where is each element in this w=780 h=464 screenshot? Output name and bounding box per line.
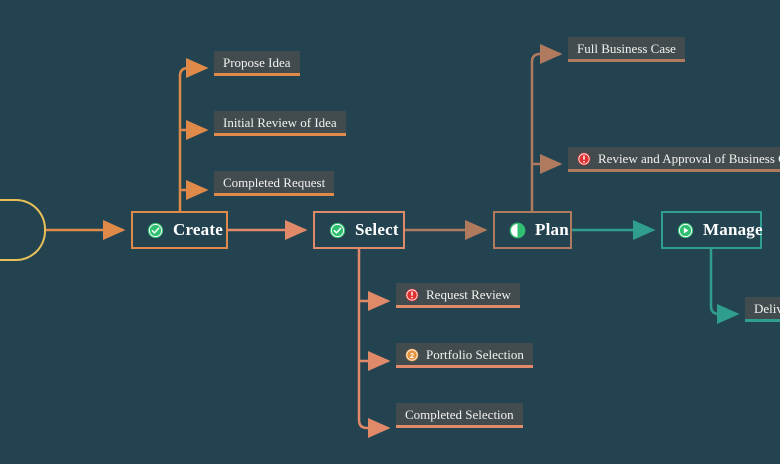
leaf-label-propose-idea: Propose Idea xyxy=(223,55,291,70)
leaf-node-deliver[interactable]: Deliv xyxy=(745,297,780,322)
leaf-label-completed-request: Completed Request xyxy=(223,175,326,190)
stage-node-create[interactable]: Create xyxy=(131,211,228,249)
leaf-node-review-and-approval-of-business-case[interactable]: Review and Approval of Business Case xyxy=(568,147,780,172)
leaf-node-full-business-case[interactable]: Full Business Case xyxy=(568,37,685,62)
stage-label-manage: Manage xyxy=(703,220,763,239)
leaf-node-initial-review-of-idea[interactable]: Initial Review of Idea xyxy=(214,111,346,136)
svg-text:2: 2 xyxy=(410,350,414,359)
alert-circle-icon xyxy=(405,288,419,302)
stage-node-select[interactable]: Select xyxy=(313,211,405,249)
edge-select-trunk xyxy=(357,249,391,438)
leaf-node-completed-selection[interactable]: Completed Selection xyxy=(396,403,523,428)
stage-label-plan: Plan xyxy=(535,220,569,239)
leaf-node-request-review[interactable]: Request Review xyxy=(396,283,520,308)
leaf-node-propose-idea[interactable]: Propose Idea xyxy=(214,51,300,76)
leaf-label-portfolio-selection: Portfolio Selection xyxy=(426,347,524,362)
leaf-label-request-review: Request Review xyxy=(426,287,511,302)
leaf-label-initial-review-of-idea: Initial Review of Idea xyxy=(223,115,337,130)
leaf-label-completed-selection: Completed Selection xyxy=(405,407,514,422)
stage-label-create: Create xyxy=(173,220,223,239)
leaf-label-full-business-case: Full Business Case xyxy=(577,41,676,56)
alert-circle-icon xyxy=(577,152,591,166)
check-circle-icon xyxy=(329,222,346,239)
edge-manage-to-deliver xyxy=(709,249,740,324)
stage-node-plan[interactable]: Plan xyxy=(493,211,572,249)
half-circle-icon xyxy=(509,222,526,239)
start-node[interactable]: nt xyxy=(0,199,46,261)
number-two-circle-icon: 2 xyxy=(405,348,419,362)
stage-node-manage[interactable]: Manage xyxy=(661,211,763,249)
stage-label-select: Select xyxy=(355,220,399,239)
edge-create-trunk xyxy=(178,58,209,211)
play-circle-icon xyxy=(677,222,694,239)
leaf-node-completed-request[interactable]: Completed Request xyxy=(214,171,335,196)
leaf-node-portfolio-selection[interactable]: 2 Portfolio Selection xyxy=(396,343,533,368)
leaf-label-review-and-approval-of-business-case: Review and Approval of Business Case xyxy=(598,151,780,166)
leaf-label-deliver: Deliv xyxy=(754,301,780,316)
check-circle-icon xyxy=(147,222,164,239)
edge-plan-trunk xyxy=(530,44,563,211)
